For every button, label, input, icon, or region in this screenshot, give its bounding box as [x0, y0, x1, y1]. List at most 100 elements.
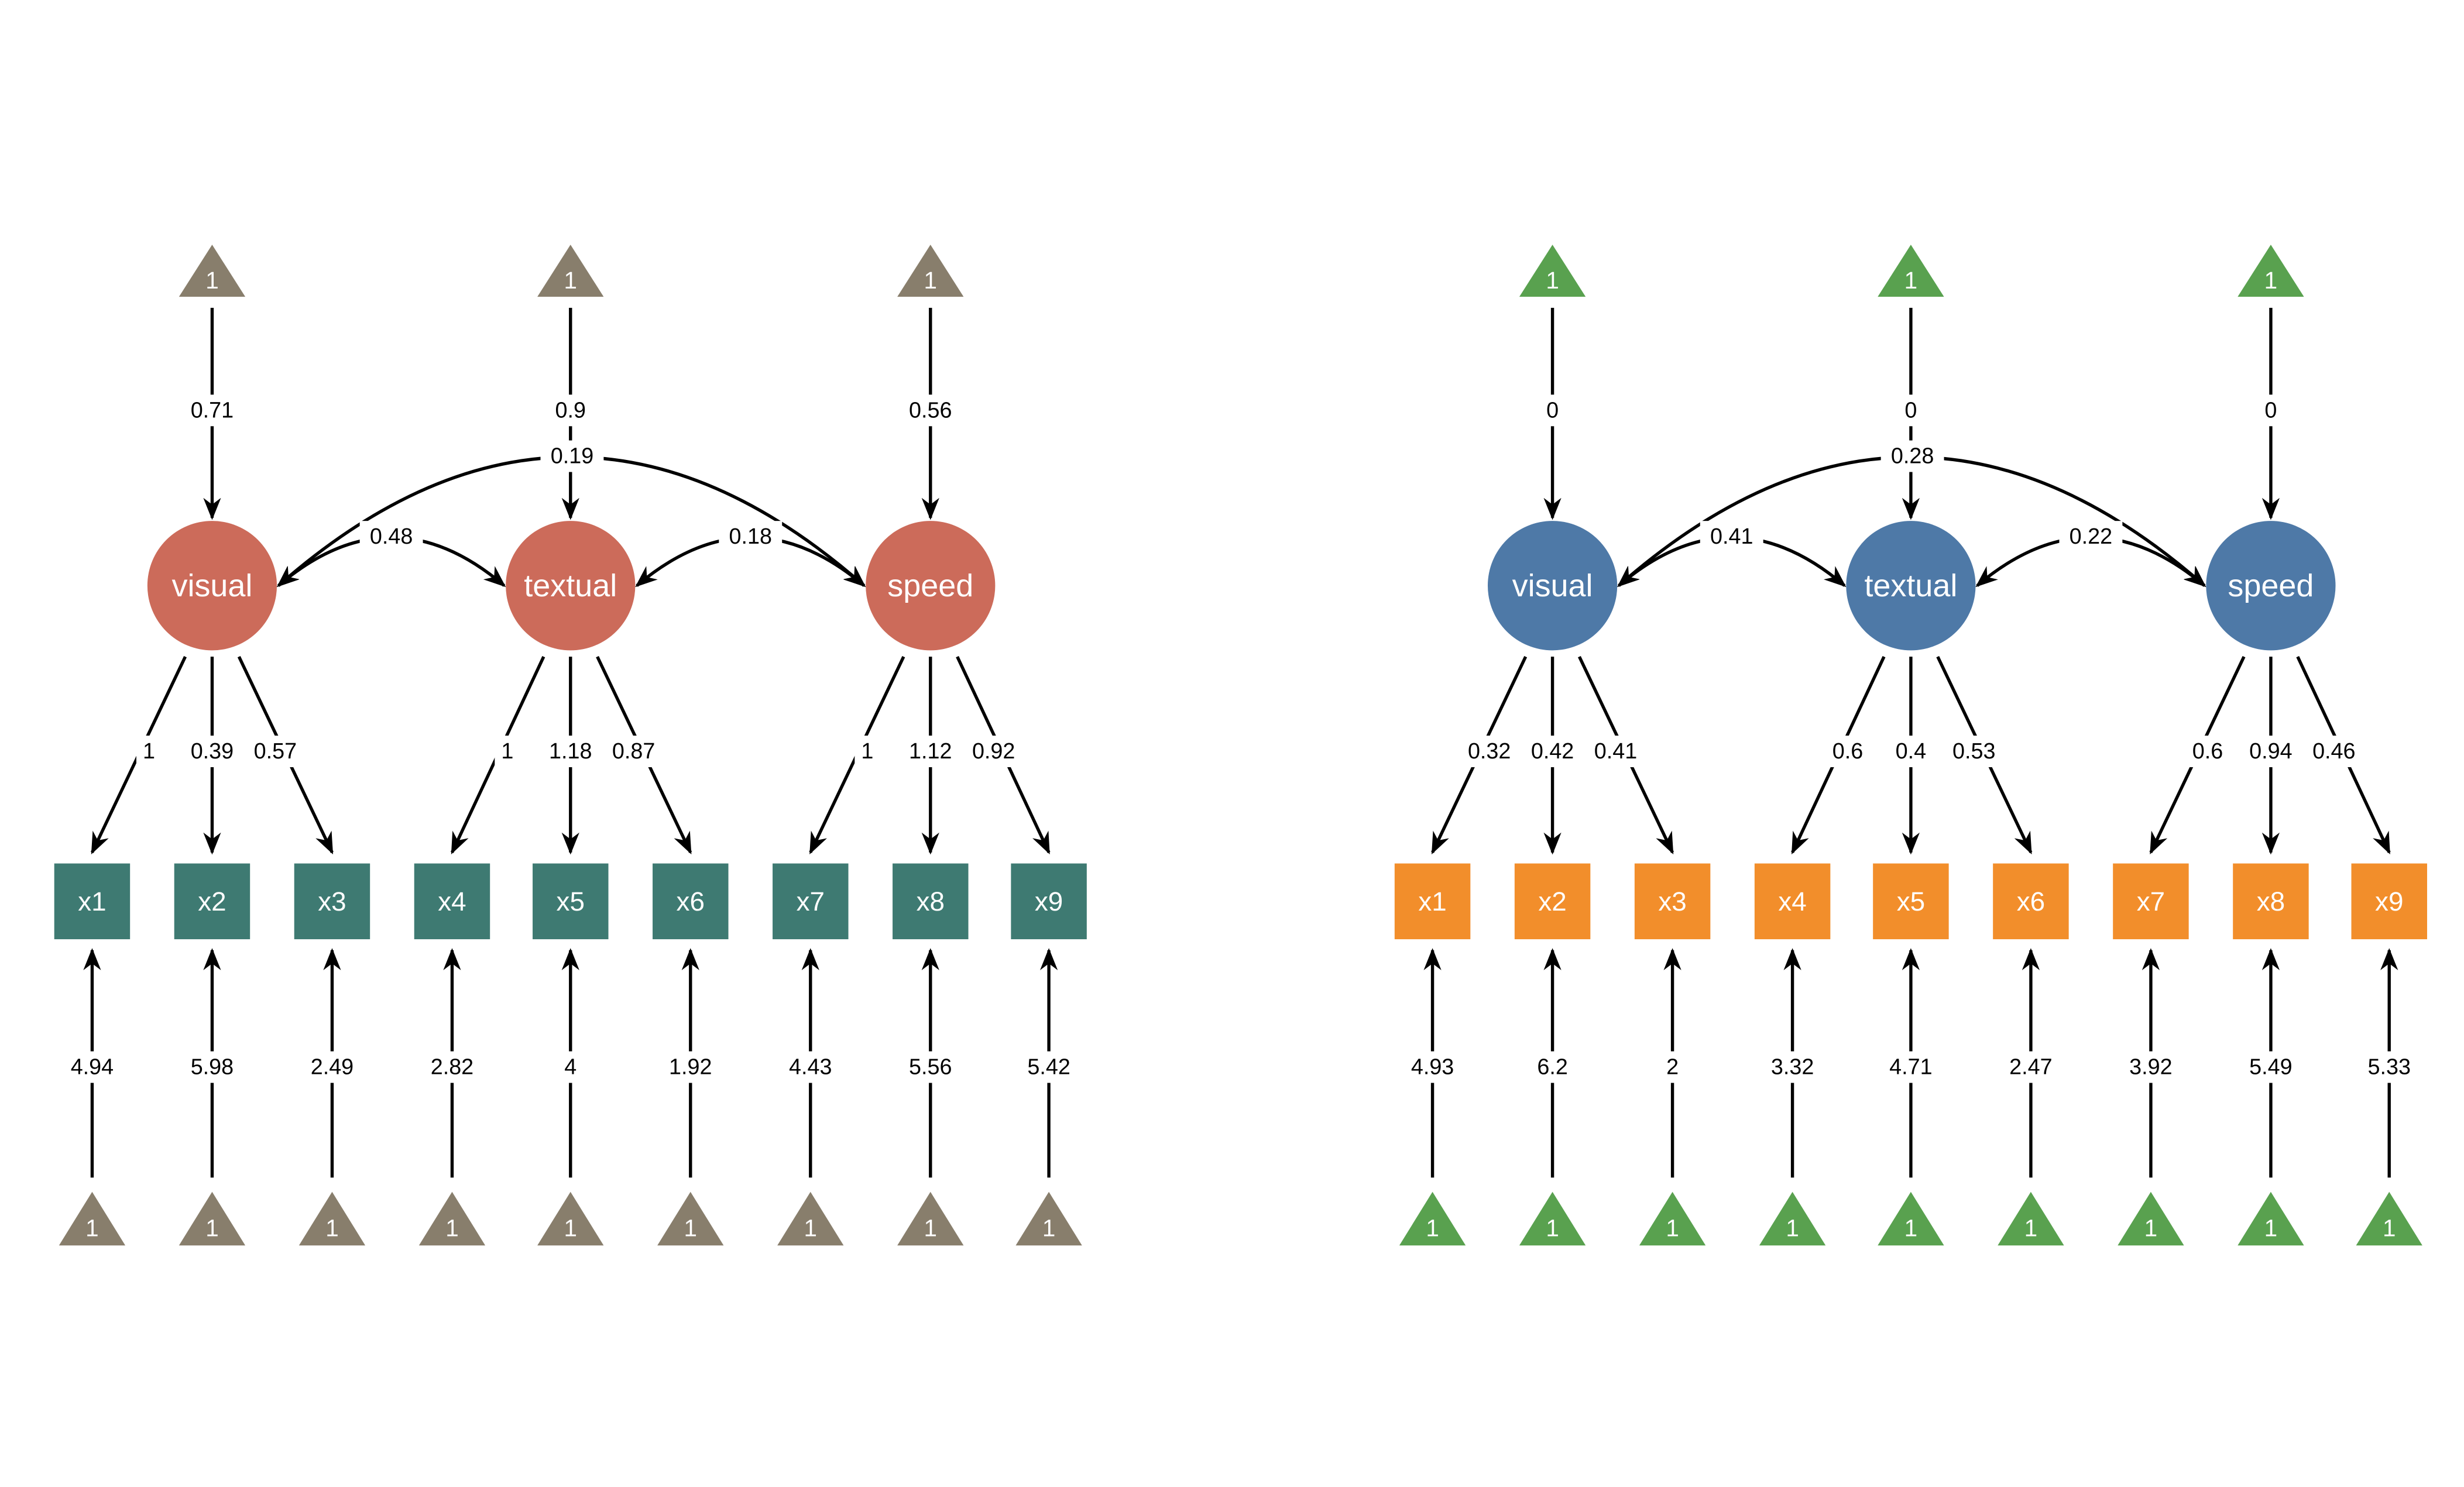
covariance-value: 0.48 [370, 524, 413, 549]
loading-value: 1 [861, 739, 873, 764]
manifest-intercept-triangle [657, 1191, 724, 1246]
loading-value-bg [2302, 736, 2366, 767]
latent-intercept-triangle-label: 1 [1546, 267, 1559, 294]
manifest-node-x6 [1993, 863, 2069, 939]
loading-value: 0.42 [1531, 739, 1574, 764]
manifest-intercept-value: 5.33 [2367, 1055, 2410, 1079]
manifest-node-x9 [2351, 863, 2427, 939]
manifest-intercept-value: 4 [564, 1055, 576, 1079]
loading-value-bg [898, 736, 962, 767]
latent-node-label: speed [2228, 568, 2314, 603]
latent-node-visual [1487, 521, 1618, 651]
manifest-node-label: x4 [438, 886, 466, 916]
manifest-intercept-triangle-label: 1 [924, 1215, 938, 1242]
latent-intercept-value: 0 [2264, 398, 2277, 423]
manifest-node-x8 [893, 863, 969, 939]
latent-node-label: visual [1512, 568, 1593, 603]
manifest-intercept-value-bg [60, 1051, 124, 1083]
loading-value: 0.39 [191, 739, 234, 764]
manifest-intercept-value: 5.98 [191, 1055, 234, 1079]
loading-value: 0.32 [1468, 739, 1511, 764]
loading-value-bg [136, 736, 162, 767]
manifest-node-label: x6 [677, 886, 705, 916]
manifest-node-label: x7 [2137, 886, 2165, 916]
manifest-intercept-value-bg [1527, 1051, 1578, 1083]
manifest-node-x2 [174, 863, 250, 939]
covariance-value-bg [1700, 521, 1763, 553]
loading-value-bg [1942, 736, 2006, 767]
manifest-intercept-value-bg [1999, 1051, 2063, 1083]
manifest-intercept-value-bg [1761, 1051, 1824, 1083]
covariance-value: 0.22 [2070, 524, 2112, 549]
loading-value: 0.46 [2312, 739, 2355, 764]
manifest-node-x4 [414, 863, 490, 939]
loading-value-bg [2182, 736, 2233, 767]
manifest-intercept-triangle-label: 1 [1666, 1215, 1679, 1242]
manifest-intercept-triangle-label: 1 [2383, 1215, 2396, 1242]
manifest-intercept-value-bg [2357, 1051, 2421, 1083]
manifest-intercept-value: 5.49 [2249, 1055, 2292, 1079]
manifest-node-x6 [653, 863, 729, 939]
manifest-node-label: x3 [1658, 886, 1686, 916]
loading-value-bg [495, 736, 520, 767]
manifest-intercept-triangle [537, 1191, 604, 1246]
latent-intercept-triangle [1519, 245, 1586, 297]
latent-node-textual [1846, 521, 1976, 651]
manifest-node-label: x8 [917, 886, 945, 916]
loading-value: 1.18 [549, 739, 592, 764]
manifest-intercept-value-bg [2119, 1051, 2182, 1083]
latent-intercept-value-bg [180, 394, 244, 427]
covariance-value: 0.28 [1891, 444, 1934, 469]
manifest-node-label: x4 [1778, 886, 1806, 916]
manifest-node-label: x1 [78, 886, 106, 916]
loading-value-bg [1885, 736, 1937, 767]
loading-value: 0.92 [972, 739, 1015, 764]
covariance-value: 0.41 [1710, 524, 1753, 549]
manifest-intercept-triangle-label: 1 [684, 1215, 698, 1242]
manifest-node-label: x6 [2017, 886, 2045, 916]
loading-value: 0.53 [1952, 739, 1995, 764]
latent-intercept-triangle-label: 1 [2264, 267, 2278, 294]
latent-node-label: speed [887, 568, 973, 603]
latent-intercept-triangle-label: 1 [1904, 267, 1918, 294]
manifest-intercept-value-bg [1879, 1051, 1943, 1083]
manifest-intercept-triangle [298, 1191, 366, 1246]
latent-node-label: textual [524, 568, 617, 603]
loading-value: 0.41 [1594, 739, 1637, 764]
manifest-intercept-triangle-label: 1 [2264, 1215, 2278, 1242]
loading-value-bg [180, 736, 244, 767]
loading-value: 0.87 [612, 739, 655, 764]
manifest-intercept-triangle-label: 1 [2144, 1215, 2158, 1242]
manifest-node-label: x9 [2375, 886, 2403, 916]
latent-node-speed [866, 521, 996, 651]
manifest-node-label: x9 [1035, 886, 1063, 916]
manifest-intercept-value: 3.92 [2129, 1055, 2172, 1079]
loading-value: 1.12 [909, 739, 952, 764]
manifest-node-label: x2 [198, 886, 226, 916]
manifest-intercept-triangle-label: 1 [1546, 1215, 1559, 1242]
manifest-node-label: x7 [797, 886, 825, 916]
loading-value-bg [962, 736, 1025, 767]
manifest-intercept-triangle-label: 1 [804, 1215, 818, 1242]
loading-value-bg [854, 736, 880, 767]
manifest-intercept-triangle-label: 1 [85, 1215, 98, 1242]
loading-value-bg [1584, 736, 1648, 767]
manifest-intercept-value: 4.71 [1889, 1055, 1932, 1079]
covariance-value-bg [540, 440, 604, 472]
loading-value-bg [602, 736, 665, 767]
manifest-intercept-value-bg [2239, 1051, 2302, 1083]
manifest-intercept-triangle [418, 1191, 486, 1246]
latent-intercept-triangle-label: 1 [564, 267, 578, 294]
latent-intercept-value: 0.56 [909, 398, 952, 423]
manifest-intercept-value: 5.56 [909, 1055, 952, 1079]
manifest-node-x5 [1873, 863, 1949, 939]
latent-intercept-value-bg [898, 394, 962, 427]
manifest-node-x9 [1011, 863, 1087, 939]
manifest-node-x7 [2113, 863, 2189, 939]
latent-intercept-value-bg [545, 394, 596, 427]
manifest-intercept-value: 4.93 [1411, 1055, 1454, 1079]
latent-node-visual [147, 521, 277, 651]
loading-value: 0.4 [1896, 739, 1926, 764]
